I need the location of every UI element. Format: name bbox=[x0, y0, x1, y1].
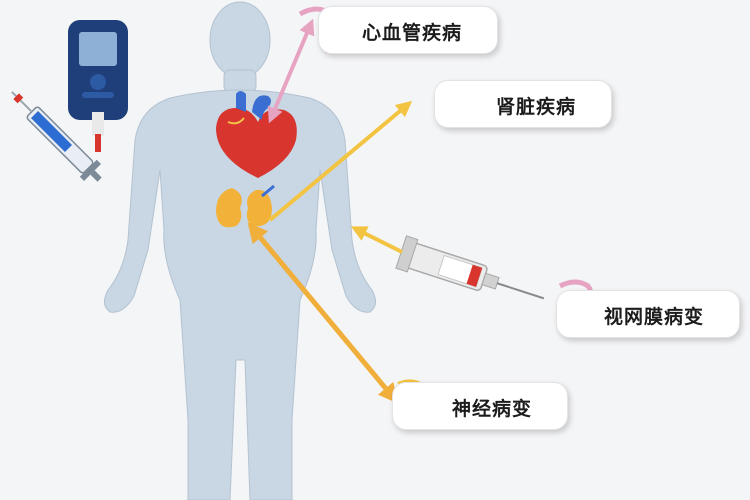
label-neuropathy: 神经病变 bbox=[452, 398, 533, 420]
insulin-syringe-icon bbox=[11, 91, 102, 182]
glucose-meter-icon bbox=[68, 20, 128, 152]
label-box-cardiovascular bbox=[318, 6, 498, 54]
neuropathy-arrow bbox=[247, 222, 399, 404]
label-box-neuropathy bbox=[392, 382, 568, 430]
syringe-icon bbox=[395, 235, 545, 300]
label-cardiovascular: 心血管疾病 bbox=[362, 22, 463, 44]
kidney-icon bbox=[216, 184, 275, 228]
label-kidney: 肾脏疾病 bbox=[496, 96, 577, 118]
cardio-arrow bbox=[267, 18, 315, 124]
heart-icon bbox=[216, 91, 297, 178]
human-body-silhouette bbox=[104, 1, 376, 500]
kidney-arrow bbox=[268, 100, 413, 222]
retinopathy-arrow bbox=[350, 226, 403, 254]
label-box-kidney bbox=[434, 80, 612, 128]
label-retinopathy: 视网膜病变 bbox=[604, 306, 705, 328]
label-box-retinopathy bbox=[556, 290, 740, 338]
